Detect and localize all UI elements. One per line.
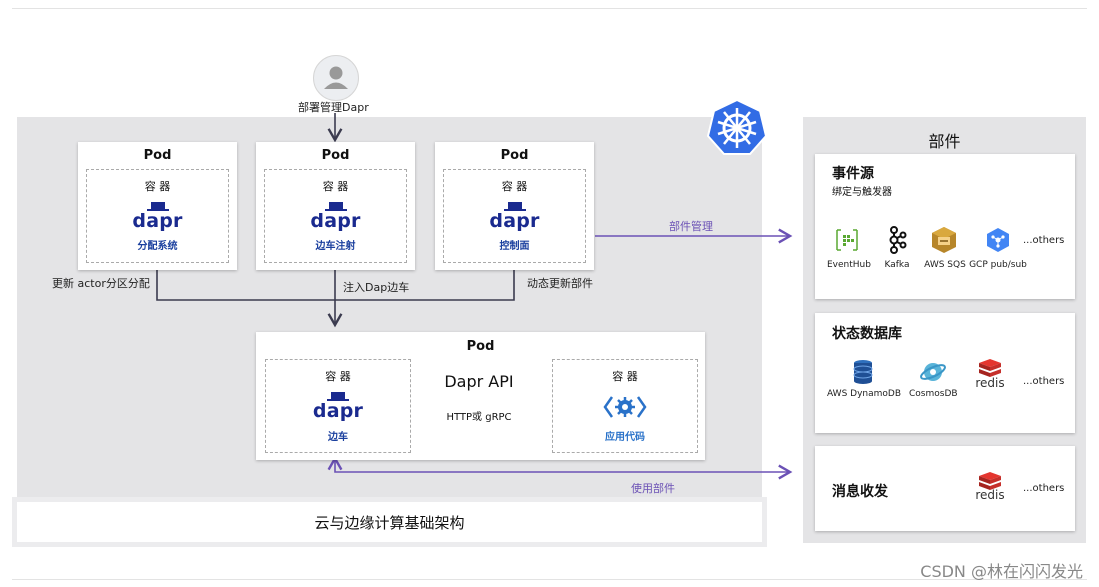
app-pod: Pod 容 器 dapr 边车 Dapr API HTTP或 gRPC 容 器 …	[256, 332, 705, 460]
pod-caption: 控制面	[499, 241, 530, 252]
pod-title: Pod	[143, 148, 172, 163]
state-stores-title: 状态数据库	[832, 326, 902, 342]
gcp-pubsub-icon	[985, 227, 1011, 253]
pod-title: Pod	[321, 148, 350, 163]
container-label: 容 器	[501, 180, 528, 193]
dynamodb-icon	[853, 359, 873, 385]
kafka-icon	[887, 226, 907, 254]
messaging-card: 消息收发 redis ...others	[815, 446, 1075, 531]
kubernetes-icon	[706, 98, 768, 156]
cosmosdb-label: CosmosDB	[909, 389, 958, 399]
watermark: CSDN @林在闪闪发光	[920, 562, 1083, 581]
event-sources-title: 事件源	[832, 166, 874, 182]
container-frame: 容 器 dapr 边车注射	[264, 169, 407, 263]
app-code-icon	[603, 394, 647, 420]
dapr-logo: dapr	[132, 210, 183, 232]
dapr-logo: dapr	[310, 210, 361, 232]
annotation-use-component: 使用部件	[631, 482, 675, 495]
components-title: 部件	[928, 132, 961, 151]
dapr-logo: dapr	[312, 400, 364, 422]
pod-caption: 分配系统	[137, 241, 178, 252]
dapr-hat-icon	[328, 202, 343, 209]
state-stores-card: 状态数据库 AWS DynamoDB CosmosDB redis ...oth…	[815, 313, 1075, 433]
messaging-others: ...others	[1023, 483, 1065, 494]
kafka-label: Kafka	[884, 260, 910, 270]
annotation-component-mgmt: 部件管理	[669, 220, 713, 233]
dapr-hat-icon	[150, 202, 165, 209]
container-frame: 容 器 dapr 控制面	[443, 169, 586, 263]
deploy-manage-label: 部署管理Dapr	[298, 101, 369, 114]
infrastructure-box: 云与边缘计算基础架构	[17, 502, 762, 542]
redis-icon	[978, 359, 1002, 379]
container-label: 容 器	[322, 180, 349, 193]
annotation-dynamic-update: 动态更新部件	[527, 277, 593, 290]
pod-placement: Pod 容 器 dapr 分配系统	[78, 142, 237, 270]
event-sources-card: 事件源 绑定与触发器 EventHub Kafka AWS SQS GCP pu…	[815, 154, 1075, 299]
dapr-hat-icon	[331, 392, 345, 399]
sidecar-caption: 边车	[328, 432, 348, 443]
dapr-hat-icon	[507, 202, 522, 209]
event-sources-subtitle: 绑定与触发器	[832, 187, 892, 198]
app-container: 容 器 应用代码	[552, 359, 698, 453]
redis-icon	[978, 472, 1002, 492]
pod-title: Pod	[500, 148, 529, 163]
messaging-title: 消息收发	[832, 484, 888, 500]
user-icon	[313, 55, 359, 101]
dapr-api-title: Dapr API	[444, 372, 514, 391]
eventhub-label: EventHub	[827, 260, 871, 270]
top-divider	[12, 8, 1087, 9]
redis-label: redis	[975, 376, 1005, 390]
dynamodb-label: AWS DynamoDB	[827, 389, 901, 399]
container-frame: 容 器 dapr 分配系统	[86, 169, 229, 263]
annotation-update-actor: 更新 actor分区分配	[52, 277, 150, 290]
container-label: 容 器	[325, 370, 351, 383]
gcp-pubsub-label: GCP pub/sub	[969, 260, 1027, 270]
pod-operator: Pod 容 器 dapr 控制面	[435, 142, 594, 270]
container-label: 容 器	[612, 370, 638, 383]
eventhub-icon	[835, 228, 859, 252]
event-sources-others: ...others	[1023, 235, 1065, 246]
infrastructure-label: 云与边缘计算基础架构	[314, 514, 465, 532]
redis-label: redis	[975, 488, 1005, 502]
sidecar-container: 容 器 dapr 边车	[265, 359, 411, 453]
annotation-inject-sidecar: 注入Dap边车	[343, 281, 410, 294]
pod-sidecar-injector: Pod 容 器 dapr 边车注射	[256, 142, 415, 270]
app-code-caption: 应用代码	[605, 432, 645, 443]
bottom-divider	[12, 579, 1087, 580]
cosmosdb-icon	[919, 359, 947, 385]
aws-sqs-icon	[931, 226, 957, 254]
dapr-api-protocol: HTTP或 gRPC	[446, 412, 512, 423]
container-label: 容 器	[144, 180, 171, 193]
state-stores-others: ...others	[1023, 376, 1065, 387]
pod-title: Pod	[466, 339, 495, 354]
pod-caption: 边车注射	[315, 241, 356, 252]
dapr-logo: dapr	[489, 210, 540, 232]
aws-sqs-label: AWS SQS	[924, 260, 966, 270]
